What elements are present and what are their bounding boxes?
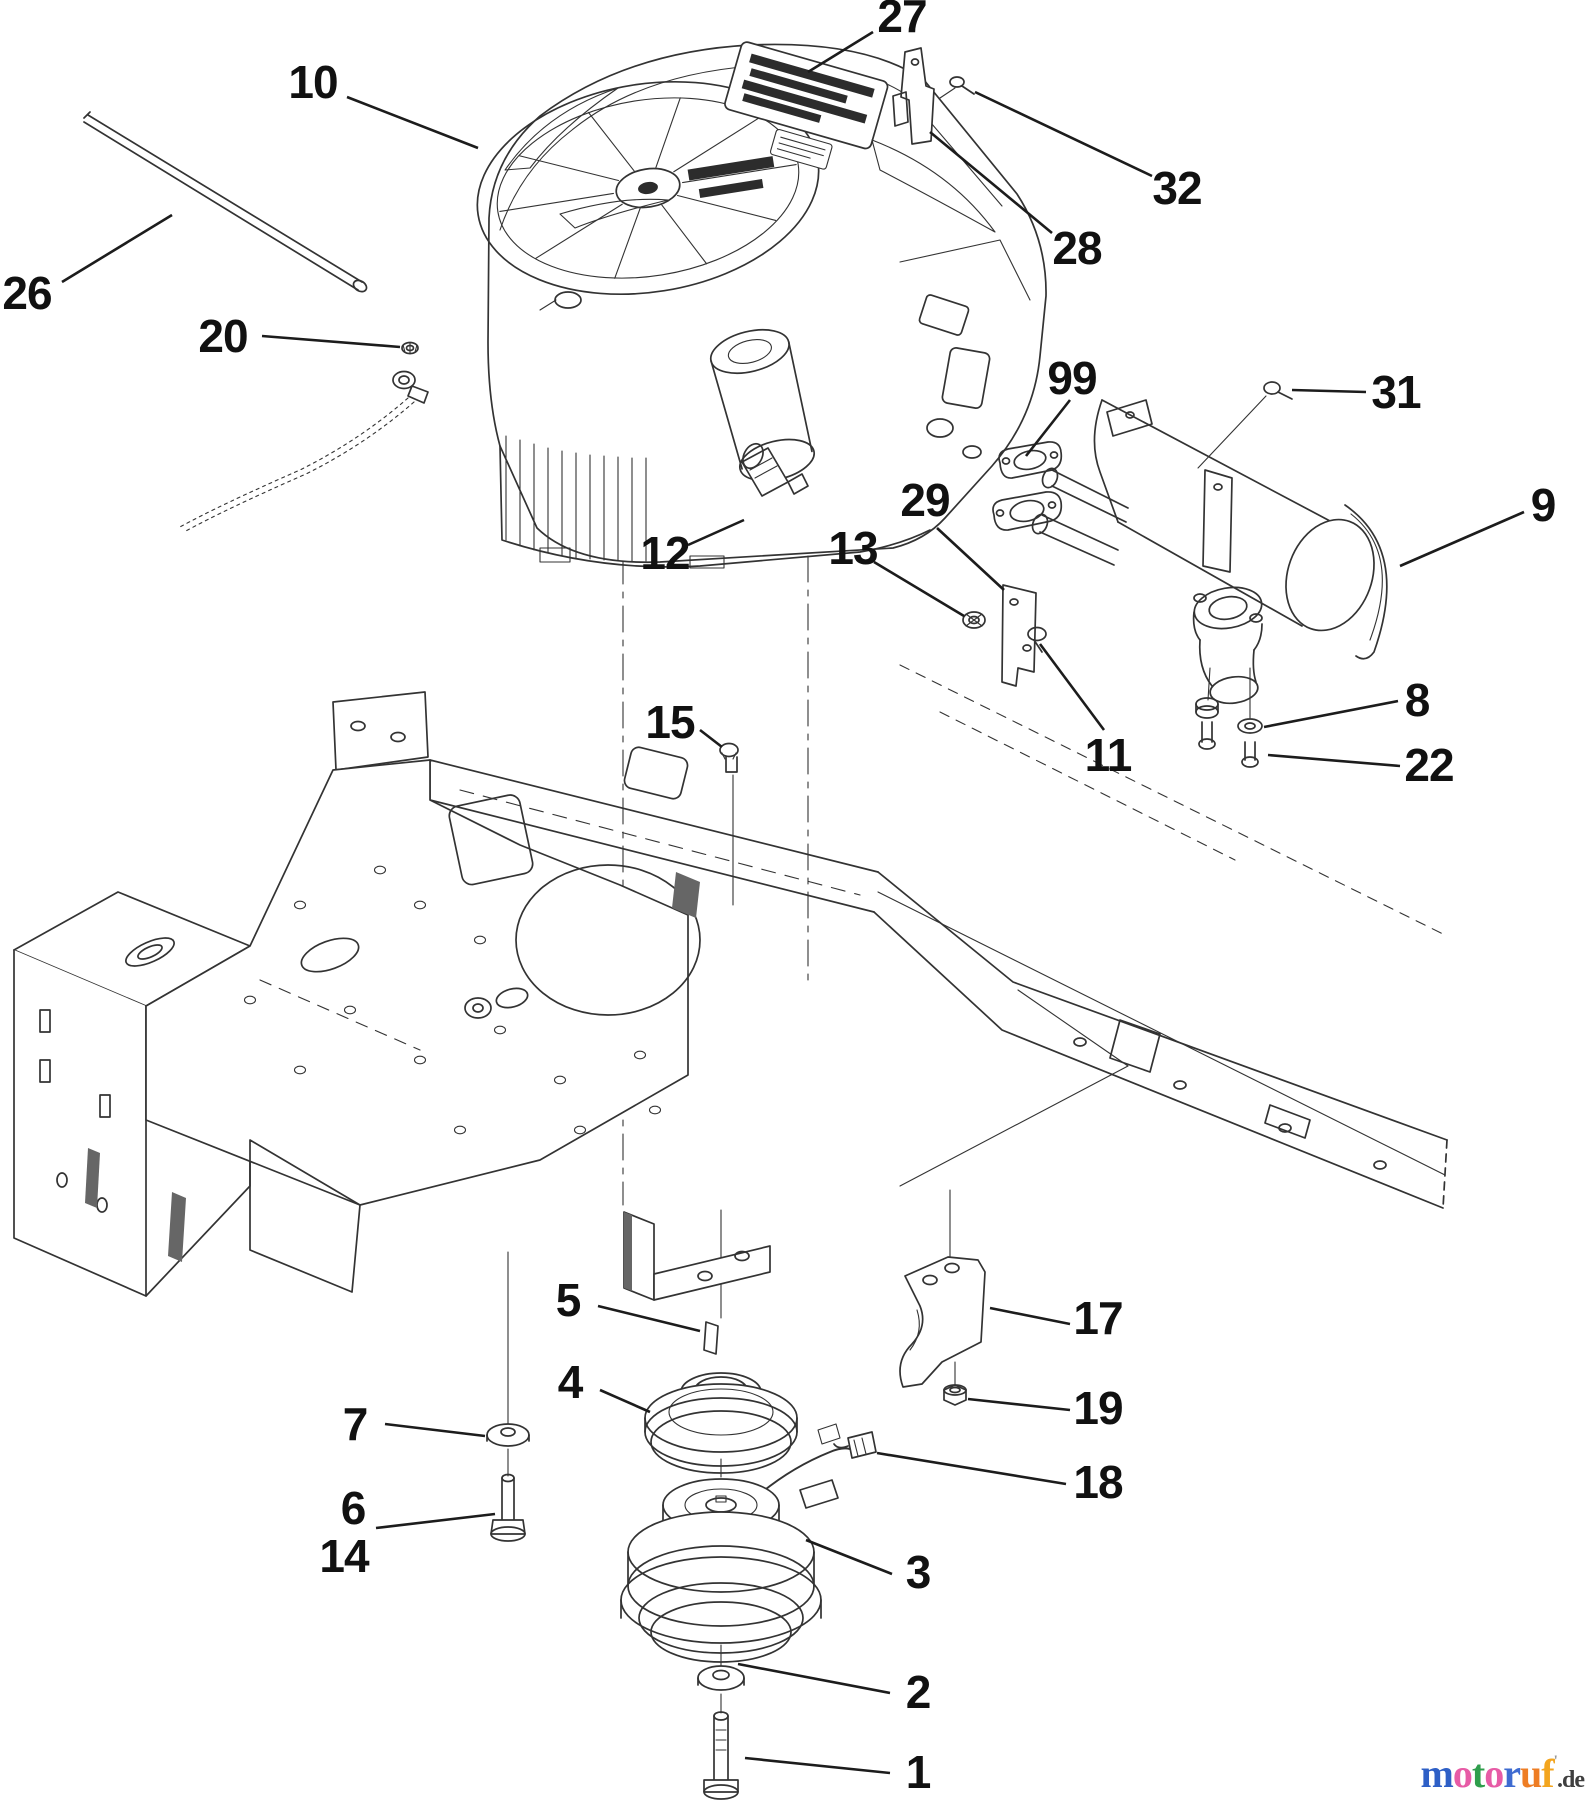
leader-4: [599, 1388, 651, 1414]
leader-10: [346, 95, 479, 150]
bracket-17-drawing: [899, 1256, 986, 1406]
callout-7: 7: [342, 1398, 369, 1450]
callout-3: 3: [905, 1546, 932, 1598]
leader-12: [687, 518, 745, 547]
muffler-drawing: [962, 381, 1388, 768]
watermark-letter: f: [1541, 1751, 1554, 1796]
leader-9: [1399, 510, 1525, 568]
leader-11: [1038, 643, 1106, 731]
callout-2: 2: [905, 1666, 932, 1718]
leader-31: [1291, 388, 1367, 394]
battery-cable-drawing: [177, 341, 429, 533]
pulley-drawing: [644, 1372, 798, 1474]
leader-2: [737, 1662, 891, 1695]
leader-13: [873, 560, 965, 618]
callout-19: 19: [1073, 1382, 1123, 1434]
leader-32: [974, 90, 1153, 178]
callout-15: 15: [645, 696, 695, 748]
clutch-drawing: [620, 1423, 877, 1663]
bracket-29-drawing: [1001, 584, 1037, 687]
callout-14: 14: [319, 1530, 369, 1582]
leader-3: [805, 1538, 893, 1576]
watermark-letter: o: [1484, 1751, 1504, 1796]
bolt-1-drawing: [697, 1665, 745, 1800]
callout-8: 8: [1404, 674, 1431, 726]
callout-10: 10: [288, 56, 338, 108]
callout-5: 5: [555, 1274, 582, 1326]
callout-99: 99: [1047, 352, 1097, 404]
engine-drawing: [476, 41, 1047, 569]
leader-22: [1267, 753, 1401, 768]
callout-18: 18: [1073, 1456, 1123, 1508]
leader-26: [61, 213, 173, 284]
leader-20: [261, 334, 401, 349]
drain-valve-drawing: [741, 442, 809, 497]
gasket-drawing: [992, 441, 1063, 531]
leader-7: [384, 1422, 486, 1438]
callout-31: 31: [1371, 366, 1421, 418]
leader-17: [989, 1306, 1071, 1326]
callout-17: 17: [1073, 1292, 1123, 1344]
leader-5: [597, 1304, 701, 1333]
callout-6: 6: [340, 1482, 367, 1534]
leader-6: [375, 1512, 496, 1530]
bracket-28-drawing: [892, 47, 975, 145]
watermark-logo: motoruf'.de: [1420, 1751, 1585, 1796]
callout-32: 32: [1152, 162, 1202, 214]
callout-13: 13: [828, 522, 878, 574]
leader-15: [699, 728, 723, 749]
callout-20: 20: [198, 310, 248, 362]
callout-12: 12: [640, 527, 690, 579]
watermark-letter: u: [1519, 1751, 1542, 1796]
leader-28: [929, 130, 1053, 235]
leader-99: [1024, 399, 1072, 457]
callout-4: 4: [557, 1356, 584, 1408]
callout-22: 22: [1404, 739, 1454, 791]
frame-drawing: [13, 691, 1448, 1301]
bolt-6-drawing: [486, 1423, 530, 1542]
bolt-15-drawing: [719, 742, 739, 773]
leader-29: [936, 527, 1005, 591]
callout-9: 9: [1530, 479, 1557, 531]
leader-1: [744, 1756, 891, 1775]
watermark-mark: ': [1553, 1753, 1559, 1770]
dipstick-tube-drawing: [83, 111, 368, 293]
key-drawing: [703, 1321, 719, 1355]
watermark-letter: t: [1471, 1751, 1485, 1796]
leader-18: [876, 1451, 1067, 1486]
callout-29: 29: [900, 474, 950, 526]
watermark-suffix: .de: [1557, 1767, 1585, 1793]
watermark-letter: r: [1503, 1751, 1521, 1796]
leader-8: [1263, 699, 1399, 729]
callout-26: 26: [2, 267, 52, 319]
callout-27: 27: [877, 0, 927, 42]
callout-11: 11: [1084, 729, 1133, 781]
leader-27: [807, 30, 874, 74]
construction-lines: [507, 87, 1446, 1714]
callout-28: 28: [1052, 222, 1102, 274]
callout-1: 1: [905, 1746, 932, 1798]
leader-19: [967, 1397, 1071, 1412]
watermark-letter: o: [1452, 1751, 1473, 1796]
watermark-letter: m: [1420, 1751, 1454, 1796]
